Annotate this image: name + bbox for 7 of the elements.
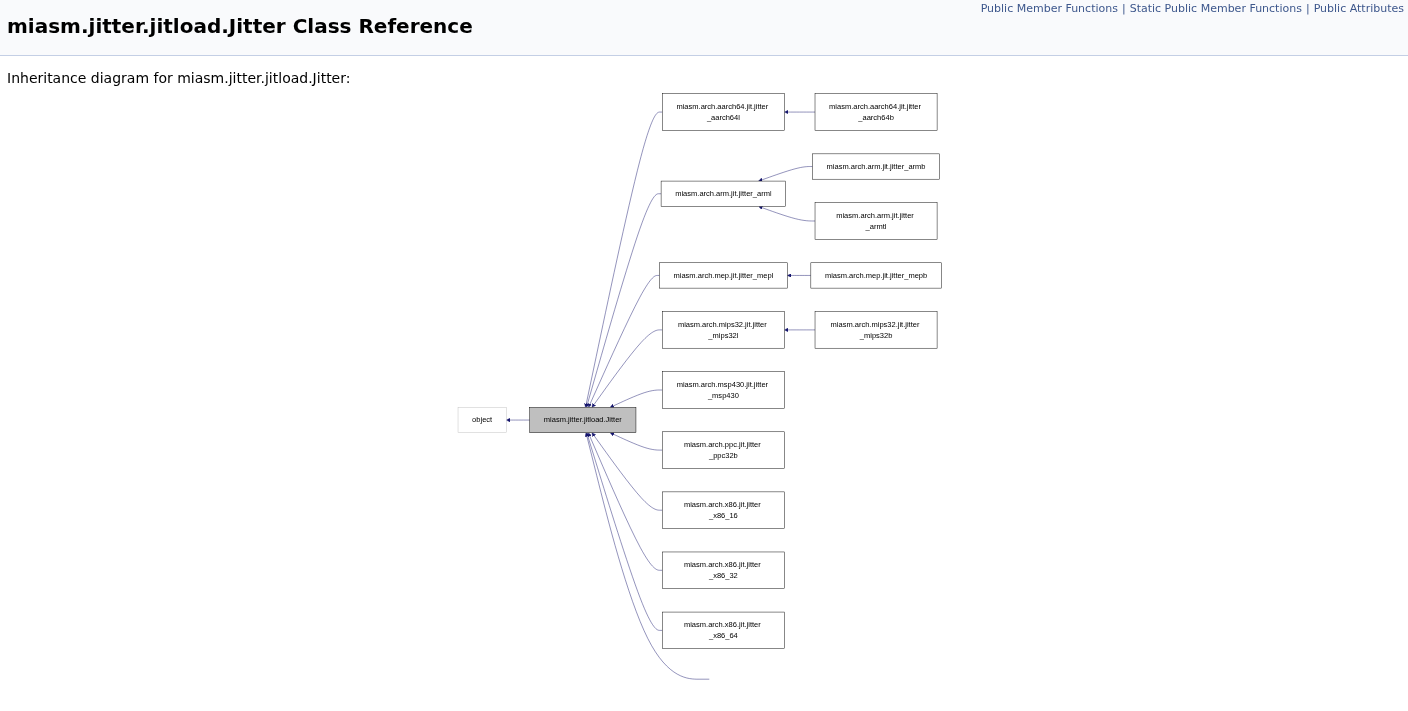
intro-text: Inheritance diagram for miasm.jitter.jitload.Jitter: (7, 70, 352, 86)
nav-link: Static Public Member Functions (1129, 2, 1302, 15)
nav-link: Public Attributes (1313, 2, 1404, 15)
separator: | (1121, 2, 1126, 15)
separator: | (1305, 2, 1310, 15)
nav-link: Public Member Functions (980, 2, 1118, 15)
page-title: miasm.jitter.jitload.Jitter Class Reference (7, 14, 473, 38)
